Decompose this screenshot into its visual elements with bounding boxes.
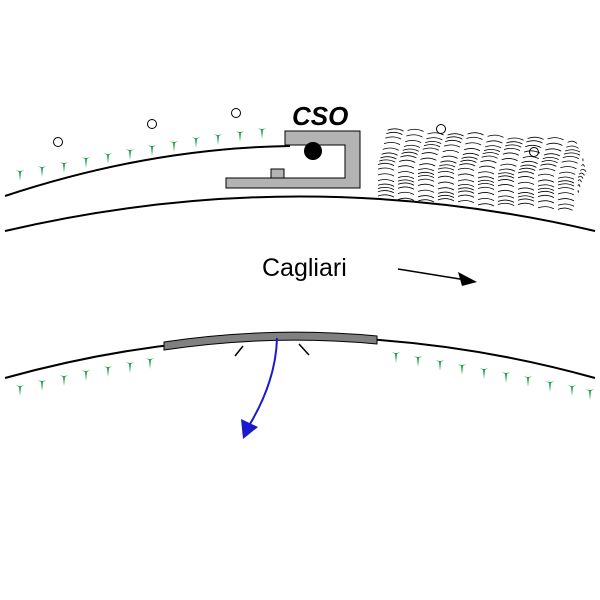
- bubble-group-upper: [53, 108, 539, 157]
- tree-marker-icon: [124, 361, 136, 373]
- direction-indicator: Cagliari: [262, 254, 477, 286]
- tree-marker-icon: [190, 136, 202, 148]
- wave-stroke: [381, 151, 585, 167]
- wave-stroke: [387, 128, 578, 144]
- tree-marker-icon: [14, 384, 26, 396]
- observatory-structure: [225, 130, 361, 189]
- wave-stroke: [377, 186, 575, 202]
- dish-band: [163, 331, 378, 351]
- city-label: Cagliari: [262, 254, 347, 282]
- vegetation-group-lower-left: [14, 357, 156, 396]
- tree-marker-icon: [500, 371, 512, 383]
- tree-marker-icon: [80, 156, 92, 168]
- tree-marker-icon: [58, 374, 70, 386]
- signal-arrow-icon: [241, 337, 278, 439]
- wave-pattern: [377, 128, 587, 211]
- wave-stroke: [377, 167, 582, 184]
- observatory-building: [225, 130, 361, 189]
- wave-stroke: [380, 155, 587, 172]
- wave-stroke: [382, 147, 584, 162]
- tree-marker-icon: [256, 127, 268, 139]
- upper-base-arc: [4, 195, 596, 232]
- lower-surface-arc: [4, 336, 596, 379]
- support-line-left: [234, 345, 244, 357]
- tree-marker-icon: [80, 369, 92, 381]
- tree-marker-icon: [584, 388, 596, 400]
- tree-marker-icon: [36, 379, 48, 391]
- tree-marker-icon: [390, 351, 402, 363]
- tree-marker-icon: [522, 375, 534, 387]
- bubble-icon: [53, 137, 63, 147]
- tree-marker-icon: [58, 161, 70, 173]
- tree-marker-icon: [234, 130, 246, 142]
- vegetation-group-upper: [14, 127, 268, 181]
- arrow-right-icon: [397, 268, 477, 286]
- tree-marker-icon: [146, 144, 158, 156]
- tree-marker-icon: [144, 357, 156, 369]
- wave-stroke: [379, 159, 585, 176]
- wave-stroke: [377, 173, 581, 188]
- wave-stroke: [377, 190, 575, 207]
- tree-marker-icon: [566, 384, 578, 396]
- tree-marker-icon: [14, 169, 26, 181]
- tree-marker-icon: [168, 140, 180, 152]
- observatory-block: [270, 168, 285, 179]
- tree-marker-icon: [456, 363, 468, 375]
- lower-panel: [4, 331, 596, 439]
- support-line-right: [298, 343, 310, 356]
- vegetation-group-lower-right: [390, 351, 596, 400]
- tree-marker-icon: [102, 365, 114, 377]
- wave-stroke: [377, 162, 584, 180]
- wave-stroke: [385, 136, 581, 153]
- tree-marker-icon: [544, 380, 556, 392]
- tree-marker-icon: [212, 133, 224, 145]
- wave-stroke: [377, 182, 575, 196]
- bubble-icon: [231, 108, 241, 118]
- observatory-label: CSO: [292, 101, 348, 131]
- wave-stroke: [386, 131, 579, 149]
- upper-panel: CSO: [4, 101, 596, 232]
- tree-marker-icon: [478, 367, 490, 379]
- bubble-icon: [147, 119, 157, 129]
- wave-stroke: [377, 194, 573, 211]
- wave-stroke: [383, 141, 581, 157]
- tree-marker-icon: [102, 152, 114, 164]
- bubble-icon: [436, 124, 446, 134]
- tree-marker-icon: [124, 148, 136, 160]
- wave-stroke: [377, 178, 579, 193]
- tree-marker-icon: [434, 359, 446, 371]
- telescope-dot: [304, 142, 322, 160]
- tree-marker-icon: [412, 355, 424, 367]
- tree-marker-icon: [36, 165, 48, 177]
- upper-surface-arc: [4, 145, 291, 197]
